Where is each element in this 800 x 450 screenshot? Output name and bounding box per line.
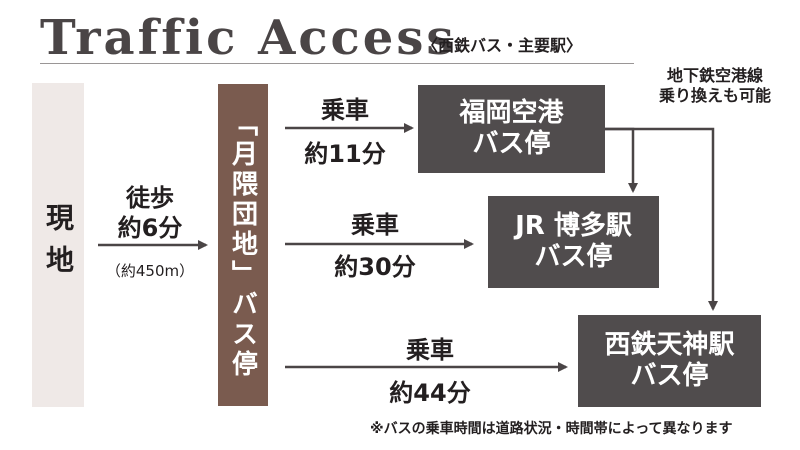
destination-2-line2: バス停: [534, 242, 613, 272]
bus-stop-label: 「月隈団地」バス停: [227, 110, 258, 380]
connector-airport-to-hakata: [605, 127, 638, 193]
route-2-mode: 乗車: [351, 211, 399, 239]
route-3-mode: 乗車: [406, 336, 454, 364]
page-subtitle: 〈西鉄バス・主要駅〉: [422, 36, 583, 55]
footnote: ※バスの乗車時間は道路状況・時間帯によって異なります: [370, 421, 733, 437]
route-1-time: 約11分: [304, 140, 386, 168]
origin-box: 現地: [32, 83, 84, 407]
destination-1-line2: バス停: [472, 129, 551, 159]
route-3-time: 約44分: [389, 379, 471, 407]
destination-1-line1: 福岡空港: [459, 98, 564, 129]
destination-3-line2: バス停: [630, 361, 709, 391]
route-2-time: 約30分: [334, 253, 416, 281]
title-underline: [40, 63, 634, 64]
page-title: Traffic Access: [40, 10, 457, 66]
route-1-mode: 乗車: [321, 96, 369, 124]
transfer-note-line2: 乗り換えも可能: [658, 86, 771, 105]
destination-hakata-station: JR 博多駅 バス停: [488, 196, 659, 288]
walk-distance-label: （約450m）: [105, 262, 195, 280]
destination-fukuoka-airport: 福岡空港 バス停: [418, 85, 605, 173]
destination-2-line1: JR 博多駅: [515, 211, 632, 242]
walk-mode-label: 徒歩: [126, 184, 174, 212]
transfer-note-line1: 地下鉄空港線: [666, 66, 763, 85]
transfer-note: 地下鉄空港線 乗り換えも可能: [640, 66, 790, 106]
walk-time-label: 約6分: [117, 214, 183, 242]
destination-3-line1: 西鉄天神駅: [604, 330, 735, 361]
bus-stop-box: 「月隈団地」バス停: [218, 84, 268, 406]
connector-airport-to-tenjin: [605, 127, 718, 311]
destination-tenjin-station: 西鉄天神駅 バス停: [578, 315, 761, 407]
origin-label: 現地: [42, 203, 75, 287]
